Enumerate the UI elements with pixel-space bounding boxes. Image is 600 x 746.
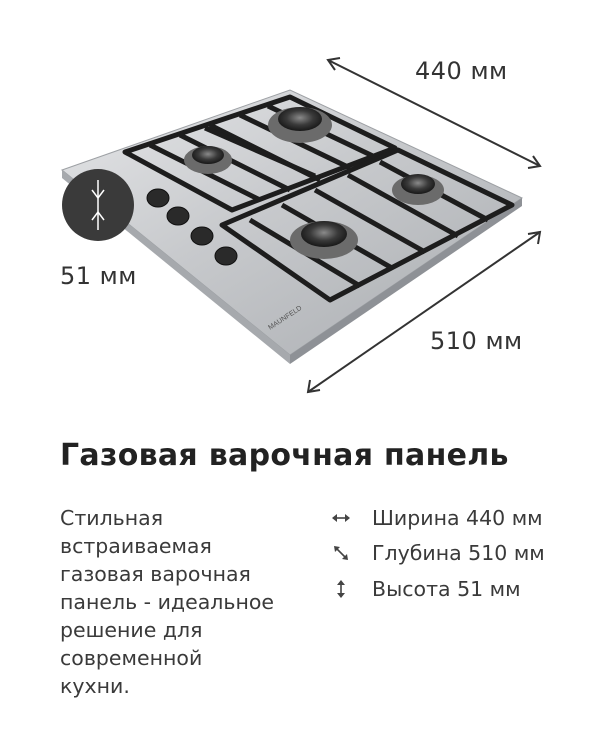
product-illustration: MAUNFELD — [60, 57, 542, 394]
spec-height-text: Высота 51 мм — [372, 577, 521, 601]
height-badge — [62, 169, 134, 241]
burner-front-left — [290, 221, 358, 259]
depth-label: 510 мм — [430, 327, 523, 355]
width-dimension-arrow — [326, 57, 542, 169]
horizontal-arrows-icon — [330, 507, 352, 529]
hero-section: MAUNFELD 440 мм 51 мм 510 мм — [60, 57, 542, 394]
spec-depth-text: Глубина 510 мм — [372, 541, 545, 565]
burner-back-left — [184, 146, 232, 174]
control-knobs — [146, 188, 238, 266]
spec-width-text: Ширина 440 мм — [372, 506, 543, 530]
burner-front-right — [392, 174, 444, 205]
depth-dimension-arrow — [306, 230, 542, 394]
spec-depth: Глубина 510 мм — [330, 538, 545, 568]
diagonal-arrows-icon — [330, 542, 352, 564]
product-description: Стильная встраиваемая газовая варочная п… — [60, 506, 275, 698]
vertical-arrows-icon — [330, 578, 352, 600]
width-label: 440 мм — [415, 57, 508, 85]
height-label: 51 мм — [60, 262, 137, 290]
spec-height: Высота 51 мм — [330, 574, 521, 604]
page-title: Газовая варочная панель — [60, 438, 509, 473]
spec-width: Ширина 440 мм — [330, 503, 543, 533]
burner-back-right — [268, 107, 332, 143]
